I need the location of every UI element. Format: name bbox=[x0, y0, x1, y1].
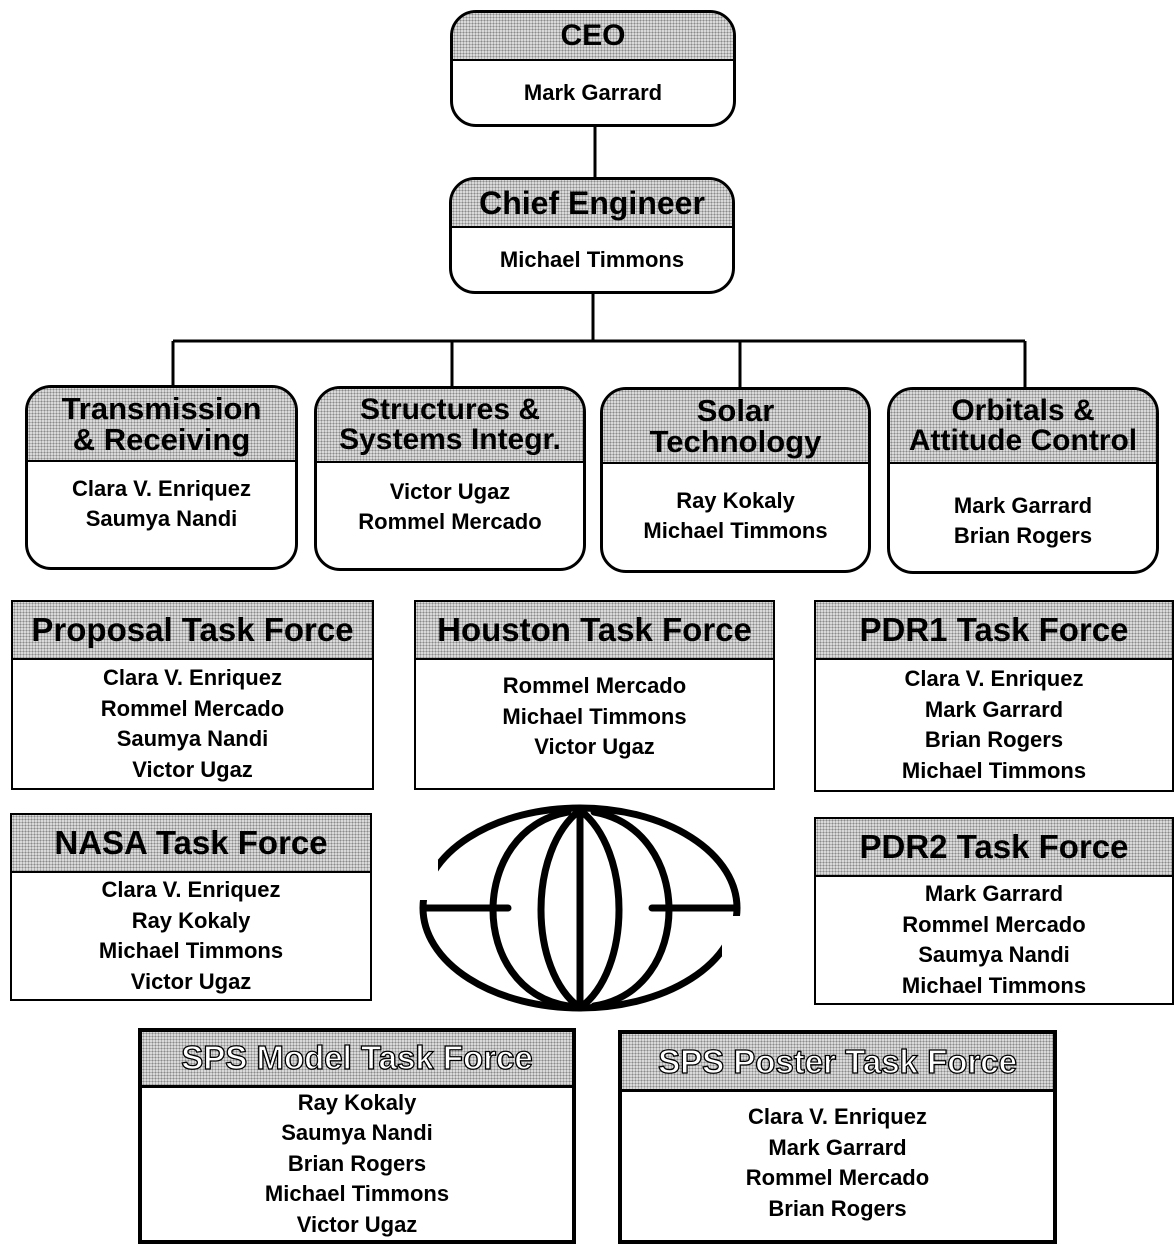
division-orbitals-box: Orbitals & Attitude Control Mark Garrard… bbox=[887, 387, 1159, 574]
task-force-title: PDR1 Task Force bbox=[816, 602, 1172, 660]
member-name: Saumya Nandi bbox=[85, 506, 238, 531]
chief-engineer-title: Chief Engineer bbox=[452, 180, 732, 228]
member-name: Brian Rogers bbox=[768, 1195, 907, 1221]
globe-logo-icon bbox=[418, 804, 742, 1012]
chief-engineer-title-text: Chief Engineer bbox=[479, 185, 705, 221]
task-force-members: Ray Kokaly Saumya Nandi Brian Rogers Mic… bbox=[142, 1088, 572, 1241]
member-name: Michael Timmons bbox=[901, 757, 1087, 783]
member-name: Clara V. Enriquez bbox=[101, 877, 281, 902]
division-transmission-box: Transmission & Receiving Clara V. Enriqu… bbox=[25, 385, 298, 570]
division-title-line: Attitude Control bbox=[908, 424, 1138, 457]
member-name: Michael Timmons bbox=[643, 518, 828, 543]
nasa-task-force-box: NASA Task Force Clara V. Enriquez Ray Ko… bbox=[10, 813, 372, 1001]
member-name: Clara V. Enriquez bbox=[904, 666, 1084, 691]
member-name: Saumya Nandi bbox=[918, 942, 1070, 967]
sps-model-task-force-box: SPS Model Task Force Ray Kokaly Saumya N… bbox=[138, 1028, 576, 1244]
member-name: Victor Ugaz bbox=[296, 1211, 418, 1237]
ceo-name: Mark Garrard bbox=[523, 79, 663, 105]
division-solar-box: Solar Technology Ray Kokaly Michael Timm… bbox=[600, 387, 871, 573]
division-members: Victor Ugaz Rommel Mercado bbox=[317, 463, 583, 568]
member-name: Rommel Mercado bbox=[902, 911, 1086, 937]
pdr1-task-force-box: PDR1 Task Force Clara V. Enriquez Mark G… bbox=[814, 600, 1174, 792]
member-name: Saumya Nandi bbox=[281, 1120, 433, 1145]
ceo-title: CEO bbox=[453, 13, 733, 61]
ceo-box: CEO Mark Garrard bbox=[450, 10, 736, 127]
member-name: Ray Kokaly bbox=[297, 1089, 417, 1115]
member-name: Clara V. Enriquez bbox=[103, 665, 282, 690]
task-force-title: PDR2 Task Force bbox=[816, 819, 1172, 877]
chief-engineer-name: Michael Timmons bbox=[499, 246, 685, 272]
division-title-line: Structures & bbox=[359, 393, 541, 426]
member-name: Saumya Nandi bbox=[116, 726, 269, 751]
task-force-members: Clara V. Enriquez Rommel Mercado Saumya … bbox=[13, 660, 372, 788]
division-members: Mark Garrard Brian Rogers bbox=[890, 464, 1156, 571]
houston-task-force-box: Houston Task Force Rommel Mercado Michae… bbox=[414, 600, 775, 790]
member-name: Ray Kokaly bbox=[131, 907, 251, 933]
member-name: Victor Ugaz bbox=[389, 479, 511, 504]
chief-engineer-box: Chief Engineer Michael Timmons bbox=[449, 177, 735, 294]
division-structures-box: Structures & Systems Integr. Victor Ugaz… bbox=[314, 386, 586, 571]
member-name: Rommel Mercado bbox=[358, 509, 542, 534]
proposal-task-force-box: Proposal Task Force Clara V. Enriquez Ro… bbox=[11, 600, 374, 790]
task-force-title: SPS Poster Task Force bbox=[622, 1034, 1053, 1092]
member-name: Ray Kokaly bbox=[676, 488, 795, 513]
task-force-members: Clara V. Enriquez Mark Garrard Rommel Me… bbox=[622, 1092, 1053, 1240]
member-name: Michael Timmons bbox=[901, 972, 1087, 998]
member-name: Michael Timmons bbox=[98, 938, 284, 963]
member-name: Mark Garrard bbox=[924, 696, 1064, 722]
division-title-line: & Receiving bbox=[72, 422, 251, 457]
task-force-title-text: PDR1 Task Force bbox=[859, 611, 1129, 648]
member-name: Victor Ugaz bbox=[132, 756, 253, 782]
task-force-title: SPS Model Task Force bbox=[142, 1032, 572, 1088]
member-name: Mark Garrard bbox=[953, 493, 1093, 518]
member-name: Victor Ugaz bbox=[130, 968, 252, 994]
task-force-title: Proposal Task Force bbox=[13, 602, 372, 660]
task-force-members: Rommel Mercado Michael Timmons Victor Ug… bbox=[416, 660, 773, 788]
member-name: Rommel Mercado bbox=[100, 695, 285, 721]
task-force-title-text: Houston Task Force bbox=[437, 611, 752, 648]
task-force-title-text: Proposal Task Force bbox=[31, 611, 354, 648]
division-title: Structures & Systems Integr. bbox=[317, 389, 583, 463]
task-force-title-text: PDR2 Task Force bbox=[859, 828, 1129, 865]
division-members: Clara V. Enriquez Saumya Nandi bbox=[28, 462, 295, 567]
division-title-line: Systems Integr. bbox=[339, 423, 561, 456]
member-name: Brian Rogers bbox=[924, 727, 1064, 752]
member-name: Mark Garrard bbox=[768, 1134, 907, 1160]
member-name: Brian Rogers bbox=[953, 523, 1093, 548]
member-name: Rommel Mercado bbox=[502, 673, 687, 699]
division-title-line: Technology bbox=[649, 424, 822, 459]
task-force-members: Mark Garrard Rommel Mercado Saumya Nandi… bbox=[816, 877, 1172, 1003]
member-name: Mark Garrard bbox=[924, 881, 1064, 906]
member-name: Michael Timmons bbox=[264, 1181, 450, 1206]
task-force-title-text: NASA Task Force bbox=[54, 824, 328, 861]
division-members: Ray Kokaly Michael Timmons bbox=[603, 464, 868, 570]
task-force-title-text: SPS Model Task Force bbox=[181, 1039, 534, 1077]
member-name: Rommel Mercado bbox=[745, 1165, 930, 1190]
pdr2-task-force-box: PDR2 Task Force Mark Garrard Rommel Merc… bbox=[814, 817, 1174, 1005]
member-name: Victor Ugaz bbox=[534, 734, 655, 760]
sps-poster-task-force-box: SPS Poster Task Force Clara V. Enriquez … bbox=[618, 1030, 1057, 1244]
task-force-members: Clara V. Enriquez Mark Garrard Brian Rog… bbox=[816, 660, 1172, 790]
member-name: Clara V. Enriquez bbox=[748, 1104, 927, 1129]
division-title-line: Transmission bbox=[61, 391, 262, 426]
task-force-title: Houston Task Force bbox=[416, 602, 773, 660]
division-title: Orbitals & Attitude Control bbox=[890, 390, 1156, 464]
division-title-line: Solar bbox=[696, 393, 775, 428]
chief-engineer-members: Michael Timmons bbox=[452, 228, 732, 291]
ceo-title-text: CEO bbox=[560, 19, 626, 52]
task-force-title: NASA Task Force bbox=[12, 815, 370, 873]
member-name: Michael Timmons bbox=[502, 703, 687, 729]
task-force-members: Clara V. Enriquez Ray Kokaly Michael Tim… bbox=[12, 873, 370, 999]
member-name: Clara V. Enriquez bbox=[72, 476, 251, 501]
division-title-line: Orbitals & bbox=[951, 394, 1095, 427]
division-title: Solar Technology bbox=[603, 390, 868, 464]
division-title: Transmission & Receiving bbox=[28, 388, 295, 462]
member-name: Brian Rogers bbox=[287, 1150, 427, 1176]
ceo-members: Mark Garrard bbox=[453, 61, 733, 124]
task-force-title-text: SPS Poster Task Force bbox=[657, 1042, 1017, 1080]
